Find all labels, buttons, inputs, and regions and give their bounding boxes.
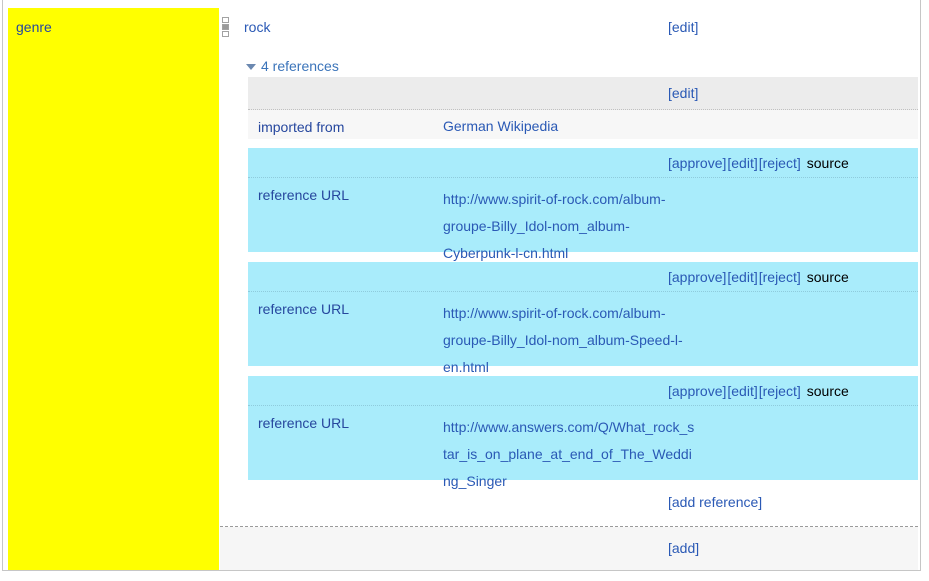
statement-divider [220,526,918,527]
reject-link[interactable]: [reject] [758,269,801,285]
reference-snak-row: reference URL http://www.answers.com/Q/W… [248,406,918,489]
reference-toolbar: [approve][edit][reject] source [248,262,918,292]
property-link-reference-url[interactable]: reference URL [258,415,350,431]
reference-block-url-2: [approve][edit][reject] source reference … [248,262,918,375]
references-toggle[interactable]: 4 references [246,58,339,74]
value-link-rock[interactable]: rock [244,19,271,35]
reference-block-url-3: [approve][edit][reject] source reference … [248,376,918,489]
rank-normal-icon [222,24,229,30]
property-cell-highlighted [8,8,219,570]
edit-reference-link[interactable]: [edit] [727,383,758,399]
add-value-link[interactable]: [add] [668,540,700,556]
edit-statement-link[interactable]: [edit] [668,19,699,35]
approve-link[interactable]: [approve] [668,383,727,399]
reject-link[interactable]: [reject] [758,383,801,399]
reference-toolbar: [edit] [248,77,918,110]
reference-block-url-1: [approve][edit][reject] source reference … [248,148,918,261]
reference-snak-row: reference URL http://www.spirit-of-rock.… [248,292,918,375]
source-label: source [806,269,849,285]
approve-link[interactable]: [approve] [668,155,727,171]
property-link-genre[interactable]: genre [16,19,52,35]
property-link-reference-url[interactable]: reference URL [258,301,350,317]
rank-preferred-icon [222,17,229,23]
reference-url-link[interactable]: http://www.spirit-of-rock.com/album-grou… [443,191,666,261]
reference-snak-row: reference URL http://www.spirit-of-rock.… [248,178,918,261]
collapse-arrow-icon [246,64,256,70]
property-link-reference-url[interactable]: reference URL [258,187,350,203]
references-toggle-label: 4 references [261,58,339,74]
edit-reference-link[interactable]: [edit] [727,155,758,171]
edit-reference-link[interactable]: [edit] [727,269,758,285]
reference-toolbar: [approve][edit][reject] source [248,148,918,178]
reference-url-link[interactable]: http://www.answers.com/Q/What_rock_star_… [443,419,695,489]
reference-block-imported-from: [edit] imported from German Wikipedia [248,77,918,140]
source-label: source [806,155,849,171]
value-link-german-wikipedia[interactable]: German Wikipedia [443,118,559,134]
reference-toolbar: [approve][edit][reject] source [248,376,918,406]
property-link-imported-from[interactable]: imported from [258,119,345,135]
rank-selector[interactable] [222,17,232,38]
add-value-row [220,527,918,570]
reference-snak-row: imported from German Wikipedia [248,110,918,139]
edit-reference-link[interactable]: [edit] [668,85,699,101]
source-label: source [806,383,849,399]
add-reference-link[interactable]: [add reference] [668,494,763,510]
reject-link[interactable]: [reject] [758,155,801,171]
rank-deprecated-icon [222,31,229,37]
approve-link[interactable]: [approve] [668,269,727,285]
reference-url-link[interactable]: http://www.spirit-of-rock.com/album-grou… [443,305,683,375]
